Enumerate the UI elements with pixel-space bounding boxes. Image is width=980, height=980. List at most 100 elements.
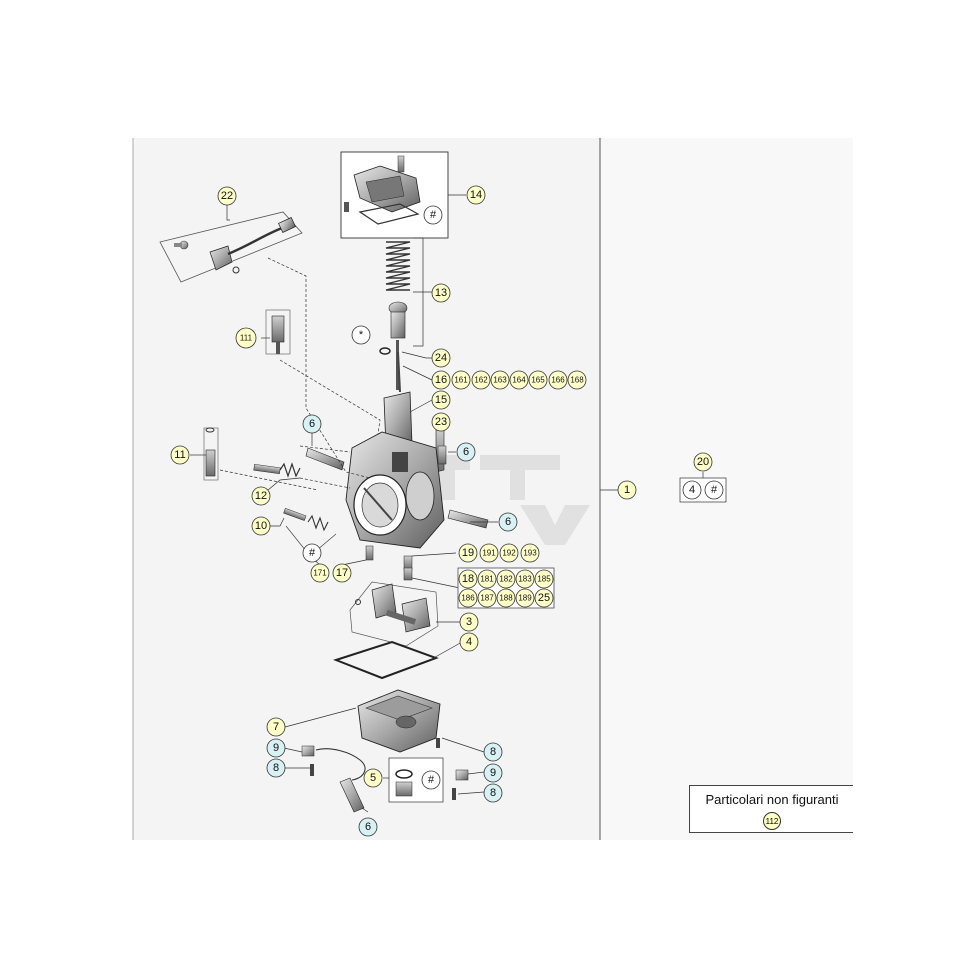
callout-163: 163 bbox=[490, 370, 510, 390]
part-8-screw-left bbox=[310, 764, 314, 776]
callout-1: 1 bbox=[617, 480, 637, 500]
part-8-screw-right-bottom bbox=[452, 788, 456, 800]
callout-8-right-top-label: 8 bbox=[490, 746, 496, 758]
callout-7-label: 7 bbox=[273, 721, 279, 733]
callout-11: 11 bbox=[170, 445, 190, 465]
callout-182-label: 182 bbox=[499, 575, 513, 584]
callout-165: 165 bbox=[528, 370, 548, 390]
callout-6-top-label: 6 bbox=[309, 418, 315, 430]
callout-5-hash: # bbox=[421, 770, 441, 790]
part-111-valve bbox=[265, 309, 291, 355]
callout-16: 16 bbox=[431, 370, 451, 390]
callout-4: 4 bbox=[459, 632, 479, 652]
part-22-throttle-cable-assembly bbox=[159, 211, 303, 283]
callout-6-right-upper: 6 bbox=[456, 442, 476, 462]
callout-19-label: 19 bbox=[462, 547, 474, 559]
callout-14-hash: # bbox=[423, 205, 443, 225]
callout-164: 164 bbox=[509, 370, 529, 390]
callout-188: 188 bbox=[496, 588, 516, 608]
callout-8-right-bottom: 8 bbox=[483, 783, 503, 803]
callout-171: 171 bbox=[310, 563, 330, 583]
callout-166-label: 166 bbox=[551, 376, 565, 385]
callout-23: 23 bbox=[431, 412, 451, 432]
callout-11-label: 11 bbox=[174, 449, 185, 461]
callout-10: 10 bbox=[251, 516, 271, 536]
callout-23-label: 23 bbox=[435, 416, 447, 428]
callout-9-right-label: 9 bbox=[490, 767, 496, 779]
callout-25: 25 bbox=[534, 588, 554, 608]
callout-8-left: 8 bbox=[266, 758, 286, 778]
callout-171-label: 171 bbox=[313, 569, 327, 578]
callout-183: 183 bbox=[515, 569, 535, 589]
callout-14-hash-label: # bbox=[430, 209, 437, 221]
callout-24: 24 bbox=[431, 348, 451, 368]
callout-5-hash-label: # bbox=[428, 774, 435, 786]
part-17-jet bbox=[365, 545, 374, 561]
callout-181-label: 181 bbox=[480, 575, 494, 584]
callout-13-label: 13 bbox=[435, 287, 447, 299]
callout-4-label: 4 bbox=[466, 636, 472, 648]
callout-25-label: 25 bbox=[538, 592, 550, 604]
not-shown-parts-legend: Particolari non figuranti 112 bbox=[689, 785, 853, 833]
callout-10-hash: # bbox=[302, 543, 322, 563]
callout-12: 12 bbox=[251, 486, 271, 506]
callout-181: 181 bbox=[477, 569, 497, 589]
part-11-screw bbox=[203, 427, 219, 481]
callout-22: 22 bbox=[217, 186, 237, 206]
callout-12-label: 12 bbox=[255, 490, 267, 502]
callout-20-item-4: 4 bbox=[682, 480, 702, 500]
part-12-screw-spring bbox=[253, 462, 301, 478]
callout-5: 5 bbox=[363, 768, 383, 788]
callout-188-label: 188 bbox=[499, 594, 513, 603]
callout-7: 7 bbox=[266, 717, 286, 737]
callout-3: 3 bbox=[459, 612, 479, 632]
callout-20: 20 bbox=[693, 452, 713, 472]
watermark bbox=[440, 455, 590, 545]
callout-10-label: 10 bbox=[255, 520, 267, 532]
part-16-needle bbox=[397, 351, 401, 393]
callout-6-right-upper-label: 6 bbox=[463, 446, 469, 458]
callout-star-label: * bbox=[359, 329, 364, 341]
callout-191-label: 191 bbox=[482, 549, 496, 558]
callout-6-right-lower: 6 bbox=[498, 512, 518, 532]
side-panel bbox=[600, 138, 853, 840]
callout-6-bottom: 6 bbox=[358, 817, 378, 837]
callout-161-label: 161 bbox=[454, 376, 468, 385]
callout-20-label: 20 bbox=[697, 456, 709, 468]
callout-6-right-lower-label: 6 bbox=[505, 516, 511, 528]
part-6-tube-bottom bbox=[339, 777, 365, 813]
callout-star: * bbox=[351, 325, 371, 345]
part-9-fitting-right bbox=[455, 769, 469, 781]
callout-166: 166 bbox=[548, 370, 568, 390]
callout-187-label: 187 bbox=[480, 594, 494, 603]
callout-6-top: 6 bbox=[302, 414, 322, 434]
callout-20-item-4-label: 4 bbox=[689, 484, 695, 496]
part-14-top-cover bbox=[340, 151, 449, 239]
part-9-fitting-left bbox=[301, 745, 315, 757]
legend-code: 112 bbox=[763, 812, 781, 830]
callout-15-label: 15 bbox=[435, 394, 447, 406]
part-7-float-bowl bbox=[357, 689, 441, 753]
callout-8-left-label: 8 bbox=[273, 762, 279, 774]
callout-9-right: 9 bbox=[483, 763, 503, 783]
carburetor-body bbox=[345, 431, 445, 549]
callout-14: 14 bbox=[466, 185, 486, 205]
callout-14-label: 14 bbox=[470, 189, 482, 201]
callouts: 22 14 # 13 * 111 24 16 161 162 163 164 1… bbox=[170, 185, 727, 837]
part-13-spring bbox=[379, 241, 411, 390]
callout-187: 187 bbox=[477, 588, 497, 608]
callout-13: 13 bbox=[431, 283, 451, 303]
callout-20-item-hash-label: # bbox=[711, 484, 718, 496]
callout-20-item-hash: # bbox=[704, 480, 724, 500]
callout-9-left-label: 9 bbox=[273, 742, 279, 754]
callout-161: 161 bbox=[451, 370, 471, 390]
callout-22-label: 22 bbox=[221, 190, 233, 202]
callout-8-right-top: 8 bbox=[483, 742, 503, 762]
callout-193-label: 193 bbox=[523, 549, 537, 558]
callout-16-label: 16 bbox=[435, 374, 447, 386]
callout-191: 191 bbox=[479, 543, 499, 563]
part-6-small-right bbox=[437, 445, 447, 465]
callout-192: 192 bbox=[499, 543, 519, 563]
callout-111-label: 111 bbox=[240, 334, 253, 343]
